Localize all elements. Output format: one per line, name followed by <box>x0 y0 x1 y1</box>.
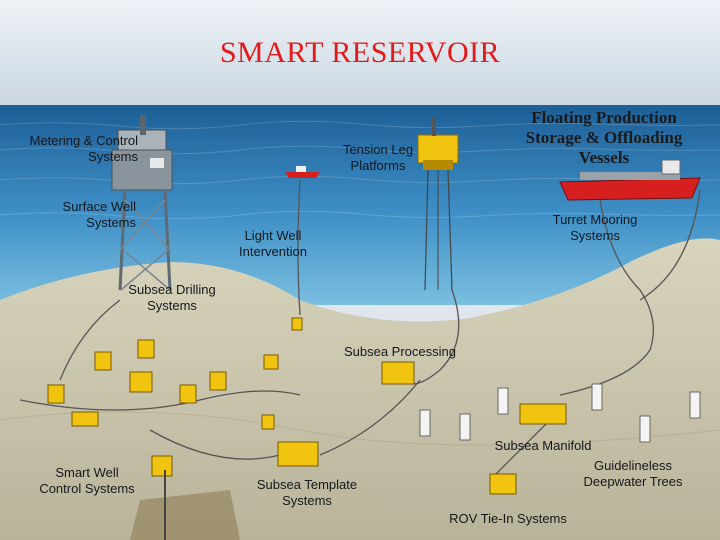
label-subsea-manifold: Subsea Manifold <box>494 438 592 453</box>
sky <box>0 0 720 110</box>
fpso-ship-icon <box>559 159 701 201</box>
label-subsea-processing: Subsea Processing <box>343 344 456 359</box>
page-title: SMART RESERVOIR <box>219 36 501 69</box>
smart-well-cutaway <box>130 470 240 540</box>
offshore-platform-icon <box>111 115 173 291</box>
deepwater-trees <box>419 383 701 443</box>
seabed <box>0 238 720 540</box>
tension-leg-platform-icon <box>417 118 459 291</box>
support-vessel-icon <box>285 166 320 178</box>
label-rov-tie-in-systems: ROV Tie-In Systems <box>449 511 567 526</box>
subsea-units <box>47 317 567 495</box>
